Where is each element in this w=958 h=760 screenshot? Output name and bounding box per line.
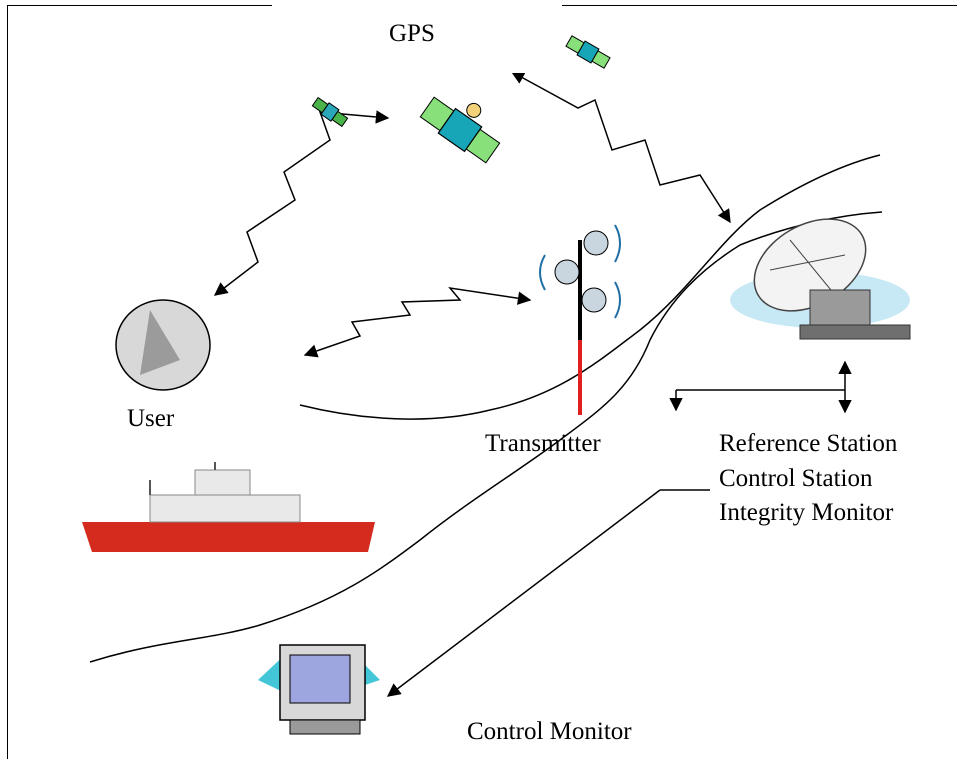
coastline-curve-lower bbox=[89, 211, 883, 663]
user-label: User bbox=[127, 405, 175, 432]
zigzag-link-user-transmitter bbox=[303, 286, 532, 358]
coastline-curve bbox=[299, 154, 881, 420]
user-receiver-icon bbox=[115, 299, 211, 391]
satellite-icon bbox=[565, 35, 611, 69]
control-monitor-label: Control Monitor bbox=[467, 718, 632, 745]
control-station-label: Control Station bbox=[719, 465, 873, 492]
computer-monitor-icon bbox=[258, 644, 380, 735]
zigzag-link-user-gps bbox=[213, 110, 390, 296]
integrity-monitor-label: Integrity Monitor bbox=[719, 499, 894, 526]
satellite-icon bbox=[419, 96, 501, 164]
dish-antenna-icon bbox=[730, 218, 911, 340]
satellite-icon bbox=[311, 96, 349, 128]
reference-station-label: Reference Station bbox=[719, 430, 898, 457]
monitor-link bbox=[386, 489, 661, 697]
ship-icon bbox=[82, 462, 375, 552]
gps-label: GPS bbox=[389, 20, 435, 47]
transmitter-label: Transmitter bbox=[485, 430, 601, 457]
radio-tower-icon bbox=[539, 224, 621, 415]
gps-label-box bbox=[272, 3, 562, 73]
zigzag-link-gps-reference bbox=[510, 71, 731, 224]
